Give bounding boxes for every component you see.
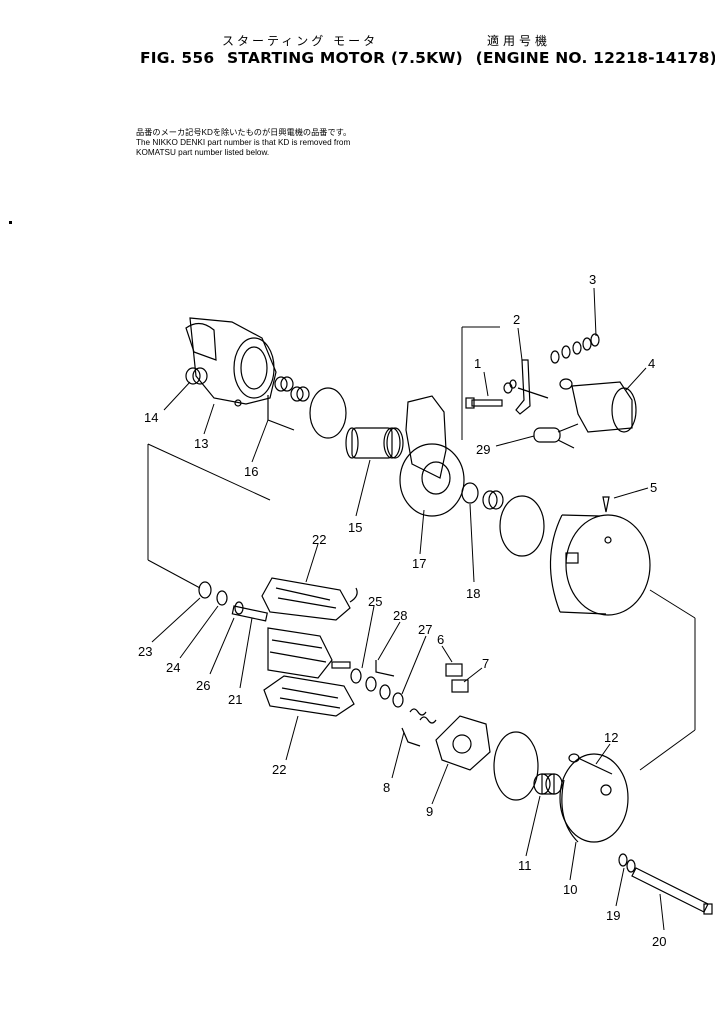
callout-13: 13	[194, 436, 208, 451]
part-screw-5	[602, 496, 610, 513]
part-pinion-clutch	[345, 427, 404, 459]
part-lever-housing	[399, 395, 465, 517]
callout-29: 29	[476, 442, 490, 457]
callout-17: 17	[412, 556, 426, 571]
note-english-2: KOMATSU part number listed below.	[136, 148, 270, 157]
part-washers-23-24-26	[198, 581, 244, 615]
callout-20: 20	[652, 934, 666, 949]
callout-12: 12	[604, 730, 618, 745]
part-springs-8	[401, 708, 437, 747]
callout-8: 8	[383, 780, 390, 795]
callout-11: 11	[518, 858, 532, 873]
japanese-applicable-models: 適用号機	[487, 34, 552, 48]
part-o-ring-rear	[493, 731, 539, 801]
part-armature	[231, 605, 351, 679]
part-bushing-14	[185, 367, 208, 385]
callout-22-lower: 22	[272, 762, 286, 777]
part-o-ring-middle	[499, 495, 545, 557]
engine-number-range: (ENGINE NO. 12218-14178)	[475, 49, 715, 67]
figure-title: FIG. 556 STARTING MOTOR (7.5KW) (ENGINE …	[140, 49, 715, 67]
group-bracket-lines	[147, 326, 696, 771]
part-through-bolt	[631, 867, 713, 915]
part-brushes-6-7	[445, 663, 469, 693]
callout-28: 28	[393, 608, 407, 623]
part-yoke	[549, 514, 651, 616]
callout-9: 9	[426, 804, 433, 819]
part-terminal-12	[568, 753, 613, 775]
figure-name: STARTING MOTOR (7.5KW)	[226, 49, 463, 67]
part-drive-housing	[185, 317, 277, 407]
part-washers-19	[618, 853, 636, 873]
part-plunger	[533, 423, 579, 449]
note-japanese: 品番のメーカ記号KDを除いたものが日興電機の品番です。	[136, 128, 352, 137]
leader-lines	[151, 287, 665, 931]
figure-number: FIG. 556	[140, 49, 215, 67]
callout-1: 1	[474, 356, 481, 371]
callout-10: 10	[563, 882, 577, 897]
japanese-title: スターティング モータ	[222, 34, 379, 48]
part-solenoid	[559, 378, 637, 433]
callout-14: 14	[144, 410, 158, 425]
part-washers-25-27-28	[350, 660, 404, 708]
callout-21: 21	[228, 692, 242, 707]
callout-labels: 1 2 3 4 5 6 7 8 9 10 11 12 13 14 15 16 1…	[138, 272, 666, 949]
scan-speck	[9, 221, 12, 224]
callout-26: 26	[196, 678, 210, 693]
part-bolt-1	[465, 397, 503, 409]
note-english-1: The NIKKO DENKI part number is that KD i…	[136, 138, 351, 147]
part-field-coil-upper	[261, 577, 358, 621]
callout-24: 24	[166, 660, 180, 675]
callout-27: 27	[418, 622, 432, 637]
callout-2: 2	[513, 312, 520, 327]
part-bushing-11	[533, 773, 563, 795]
part-bushing-18	[461, 482, 504, 510]
callout-23: 23	[138, 644, 152, 659]
part-washers-3	[550, 333, 600, 364]
callout-7: 7	[482, 656, 489, 671]
part-rear-cover	[559, 753, 629, 843]
callout-18: 18	[466, 586, 480, 601]
part-field-coil-lower	[263, 675, 355, 717]
callout-22-upper: 22	[312, 532, 326, 547]
part-o-ring-front	[309, 387, 347, 439]
callout-5: 5	[650, 480, 657, 495]
part-lever-2	[503, 359, 549, 415]
part-number-note: 品番のメーカ記号KDを除いたものが日興電機の品番です。 The NIKKO DE…	[136, 128, 351, 158]
callout-19: 19	[606, 908, 620, 923]
callout-16: 16	[244, 464, 258, 479]
callout-6: 6	[437, 632, 444, 647]
part-bushings-16	[267, 376, 310, 431]
callout-25: 25	[368, 594, 382, 609]
callout-15: 15	[348, 520, 362, 535]
callout-4: 4	[648, 356, 655, 371]
part-brush-holder	[435, 715, 491, 771]
callout-3: 3	[589, 272, 596, 287]
